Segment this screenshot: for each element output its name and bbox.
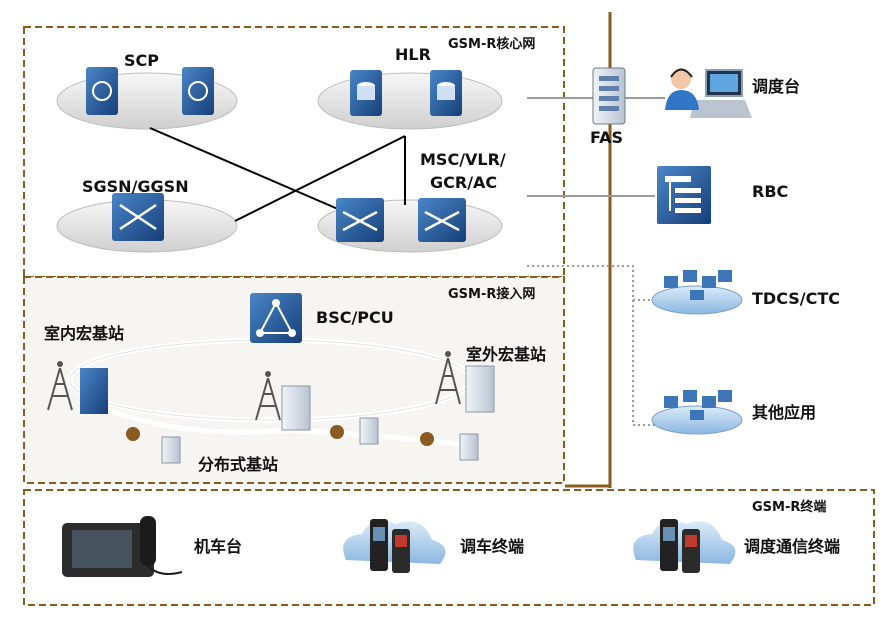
dispatch-desk-label: 调度台 — [752, 77, 800, 96]
shunting-terminal-label: 调车终端 — [460, 537, 524, 556]
locomotive-radio-icon — [62, 516, 183, 577]
distributed-bts-label: 分布式基站 — [198, 455, 278, 474]
center-bts-icon — [255, 371, 311, 431]
shunting-terminal-icon — [343, 519, 446, 573]
bsc-pcu-icon — [250, 293, 302, 343]
link-sgsn-hlr — [234, 135, 406, 222]
outdoor-macro-label: 室外宏基站 — [466, 345, 546, 364]
scp-label: SCP — [124, 51, 159, 70]
dispatcher-icon — [665, 68, 752, 118]
dispatch-terminal-label: 调度通信终端 — [744, 537, 840, 556]
hlr-platform — [317, 72, 503, 130]
hlr-device-icon — [350, 70, 462, 116]
msc-device-icon — [336, 198, 466, 242]
access-network-label: GSM-R接入网 — [448, 286, 535, 302]
tdcs-network-icon — [651, 270, 743, 315]
core-network-label: GSM-R核心网 — [448, 36, 535, 52]
scp-device-icon — [86, 67, 214, 115]
rbc-server-icon — [657, 166, 711, 224]
outdoor-macro-bts-icon — [435, 351, 495, 413]
sgsn-label: SGSN/GGSN — [82, 177, 189, 196]
msc-label-line1: MSC/VLR/ — [420, 150, 506, 169]
indoor-macro-label: 室内宏基站 — [44, 324, 124, 343]
hlr-label: HLR — [395, 45, 431, 64]
locomotive-label: 机车台 — [194, 537, 242, 556]
distributed-bts-units — [126, 417, 479, 464]
fas-label: FAS — [590, 128, 623, 147]
tdcs-label: TDCS/CTC — [752, 289, 840, 308]
fas-server-icon — [592, 67, 626, 125]
terminal-frame — [23, 489, 875, 606]
other-apps-label: 其他应用 — [752, 403, 816, 422]
rbc-label: RBC — [752, 182, 788, 201]
msc-label-line2: GCR/AC — [430, 173, 497, 192]
bsc-pcu-label: BSC/PCU — [316, 308, 394, 327]
dispatch-terminal-icon — [633, 519, 736, 573]
other-apps-network-icon — [651, 390, 743, 435]
sgsn-device-icon — [112, 193, 164, 241]
link-access-other — [632, 300, 658, 426]
terminal-section-label: GSM-R终端 — [752, 499, 826, 515]
indoor-macro-bts-icon — [47, 361, 108, 414]
